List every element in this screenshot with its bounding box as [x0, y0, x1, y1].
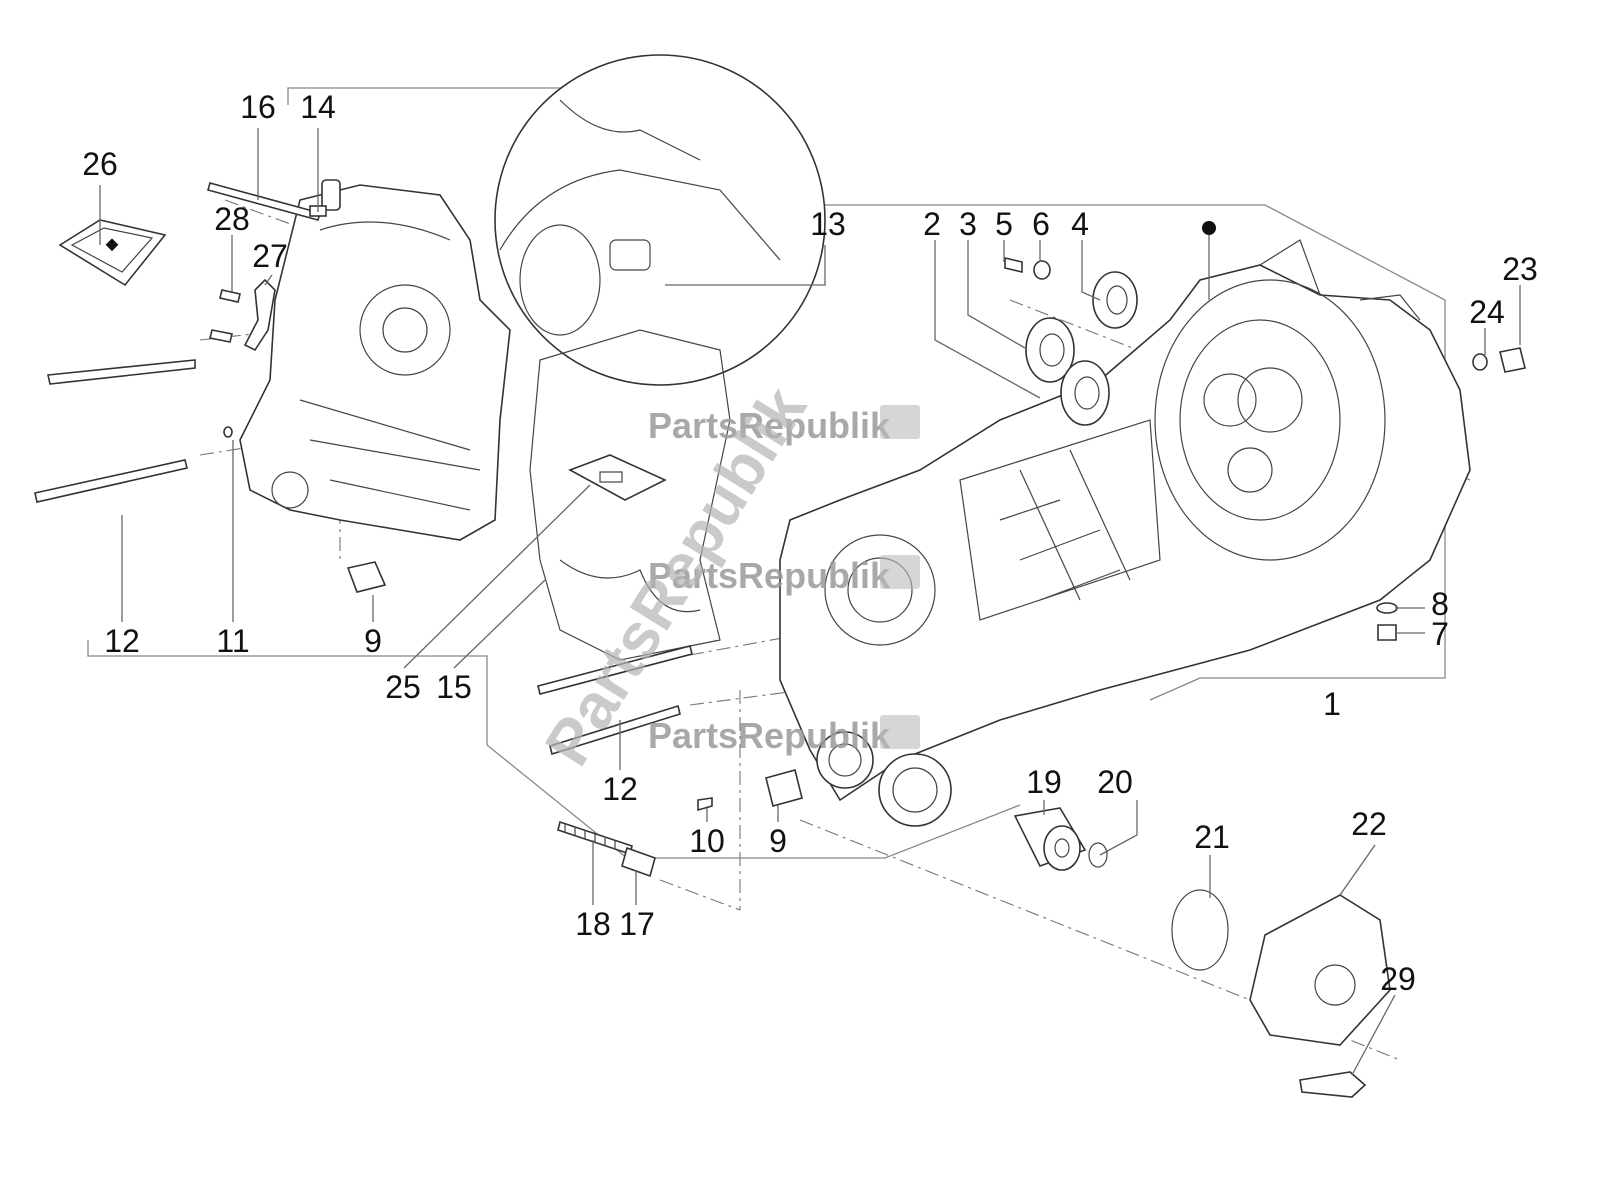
magnified-detail-circle: [494, 54, 826, 386]
callout-16[interactable]: 16: [240, 89, 276, 125]
callout-24[interactable]: 24: [1469, 294, 1505, 330]
crankcase-gasket[interactable]: [529, 329, 731, 661]
callout-7[interactable]: 7: [1431, 616, 1449, 652]
gear-flag-icon: [880, 555, 920, 589]
callout-17[interactable]: 17: [619, 906, 655, 942]
watermark-text: PartsRepublik: [648, 405, 891, 446]
spring-and-piston-17-18[interactable]: [557, 820, 656, 878]
right-crankcase-half[interactable]: [779, 239, 1471, 827]
callout-23[interactable]: 23: [1502, 251, 1538, 287]
callout-2[interactable]: 2: [923, 206, 941, 242]
callout-18[interactable]: 18: [575, 906, 611, 942]
callout-19[interactable]: 19: [1026, 764, 1062, 800]
callout-29[interactable]: 29: [1380, 961, 1416, 997]
callout-13[interactable]: 13: [810, 206, 846, 242]
callout-9[interactable]: 9: [769, 823, 787, 859]
bearings-and-seals[interactable]: [1004, 256, 1138, 426]
callout-28[interactable]: 28: [214, 201, 250, 237]
callout-22[interactable]: 22: [1351, 806, 1387, 842]
left-crankcase-half[interactable]: [239, 179, 511, 541]
bushings-and-pins[interactable]: [223, 426, 803, 812]
callout-26[interactable]: 26: [82, 146, 118, 182]
callout-10[interactable]: 10: [689, 823, 725, 859]
callout-21[interactable]: 21: [1194, 819, 1230, 855]
callout-15[interactable]: 15: [436, 669, 472, 705]
watermark-text: PartsRepublik: [648, 555, 891, 596]
callout-12[interactable]: 12: [602, 771, 638, 807]
callout-14[interactable]: 14: [300, 89, 336, 125]
group-bracket-lines: [87, 87, 1446, 859]
filter-plate[interactable]: [568, 454, 667, 501]
callout-4[interactable]: 4: [1071, 206, 1089, 242]
gear-flag-icon: [880, 405, 920, 439]
callout-12[interactable]: 12: [104, 623, 140, 659]
studs[interactable]: [34, 182, 693, 756]
callout-labels: 1 2 3 4 5 6 7 8 9 9 10 11 12 12 13 14 15…: [82, 89, 1538, 997]
lever-and-bolts-27-28[interactable]: [209, 278, 276, 352]
callout-8[interactable]: 8: [1431, 586, 1449, 622]
callout-3[interactable]: 3: [959, 206, 977, 242]
oil-filter-and-cover[interactable]: [1013, 807, 1391, 1098]
callout-27[interactable]: 27: [252, 238, 288, 274]
leader-lines: [99, 128, 1521, 1076]
bullet-marker: [1202, 221, 1216, 235]
callout-6[interactable]: 6: [1032, 206, 1050, 242]
callout-20[interactable]: 20: [1097, 764, 1133, 800]
watermark-text: PartsRepublik: [648, 715, 891, 756]
callout-11[interactable]: 11: [216, 623, 249, 659]
bolt-and-washer-7-8[interactable]: [1376, 602, 1398, 641]
callout-1[interactable]: 1: [1323, 686, 1341, 722]
callout-25[interactable]: 25: [385, 669, 421, 705]
reed-plate-26[interactable]: [58, 219, 167, 287]
callout-9[interactable]: 9: [364, 623, 382, 659]
gear-flag-icon: [880, 715, 920, 749]
callout-5[interactable]: 5: [995, 206, 1013, 242]
drain-plug-and-washer[interactable]: [1472, 347, 1526, 373]
